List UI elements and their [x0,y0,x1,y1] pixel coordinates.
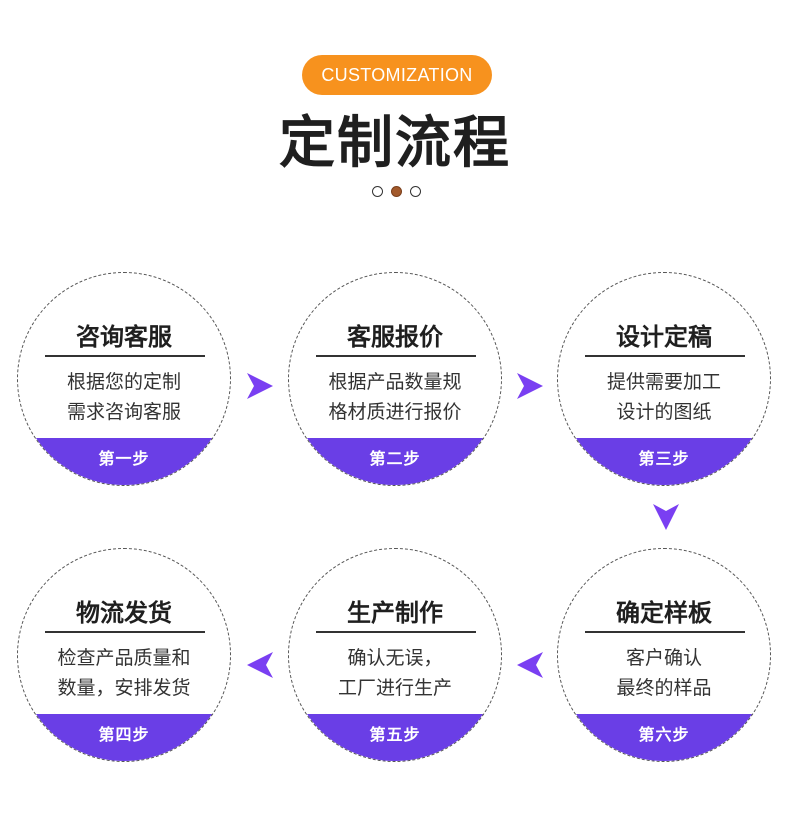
divider [585,355,745,357]
arrow-right-icon [245,371,275,401]
step-card-1: 咨询客服 根据您的定制 需求咨询客服 第一步 [17,272,231,486]
step-description: 提供需要加工 设计的图纸 [558,367,770,427]
step-band [18,438,230,485]
step-band [18,714,230,761]
dot-active-icon [391,186,402,197]
step-title: 物流发货 [76,599,172,627]
step-description-line: 根据产品数量规 [328,371,462,393]
arrow-right-icon [515,371,545,401]
step-band [289,714,501,761]
step-description: 客户确认 最终的样品 [558,643,770,703]
divider [316,631,476,633]
step-band [558,714,770,761]
step-card-2: 客服报价 根据产品数量规 格材质进行报价 第二步 [288,272,502,486]
step-description-line: 需求咨询客服 [66,401,181,423]
page-title: 定制流程 [279,111,511,176]
pagination-dots [370,185,424,199]
step-description-line: 提供需要加工 [606,371,721,393]
dot-inactive-icon [372,186,383,197]
divider [45,355,205,357]
step-label: 第五步 [369,725,421,744]
step-description-line: 确认无误， [347,647,443,669]
arrow-down-icon [651,502,681,532]
step-description-line: 最终的样品 [616,677,712,699]
divider [45,631,205,633]
arrow-left-icon [245,650,275,680]
step-card-3: 设计定稿 提供需要加工 设计的图纸 第三步 [557,272,771,486]
step-title: 确定样板 [616,599,712,627]
step-label: 第二步 [369,449,421,468]
step-description-line: 格材质进行报价 [328,401,462,423]
step-band [558,438,770,485]
step-title: 设计定稿 [616,323,712,351]
step-label: 第六步 [638,725,690,744]
step-title: 咨询客服 [76,323,172,351]
step-description: 检查产品质量和 数量，安排发货 [18,643,230,703]
step-description-line: 检查产品质量和 [57,647,191,669]
step-description: 根据产品数量规 格材质进行报价 [289,367,501,427]
step-description: 根据您的定制 需求咨询客服 [18,367,230,427]
step-description-line: 客户确认 [625,647,702,669]
step-description-line: 根据您的定制 [66,371,181,393]
customization-badge: CUSTOMIZATION [302,55,492,95]
step-description-line: 数量，安排发货 [57,677,191,699]
step-description-line: 工厂进行生产 [337,677,452,699]
dot-inactive-icon [410,186,421,197]
divider [585,631,745,633]
step-band [289,438,501,485]
step-card-5: 生产制作 确认无误， 工厂进行生产 第五步 [288,548,502,762]
arrow-left-icon [515,650,545,680]
step-label: 第四步 [98,725,150,744]
divider [316,355,476,357]
step-card-4: 物流发货 检查产品质量和 数量，安排发货 第四步 [17,548,231,762]
step-title: 生产制作 [347,599,443,627]
step-description: 确认无误， 工厂进行生产 [289,643,501,703]
step-description-line: 设计的图纸 [616,401,712,423]
step-label: 第三步 [638,449,690,468]
step-card-6: 确定样板 客户确认 最终的样品 第六步 [557,548,771,762]
step-title: 客服报价 [347,323,443,351]
step-label: 第一步 [98,449,150,468]
